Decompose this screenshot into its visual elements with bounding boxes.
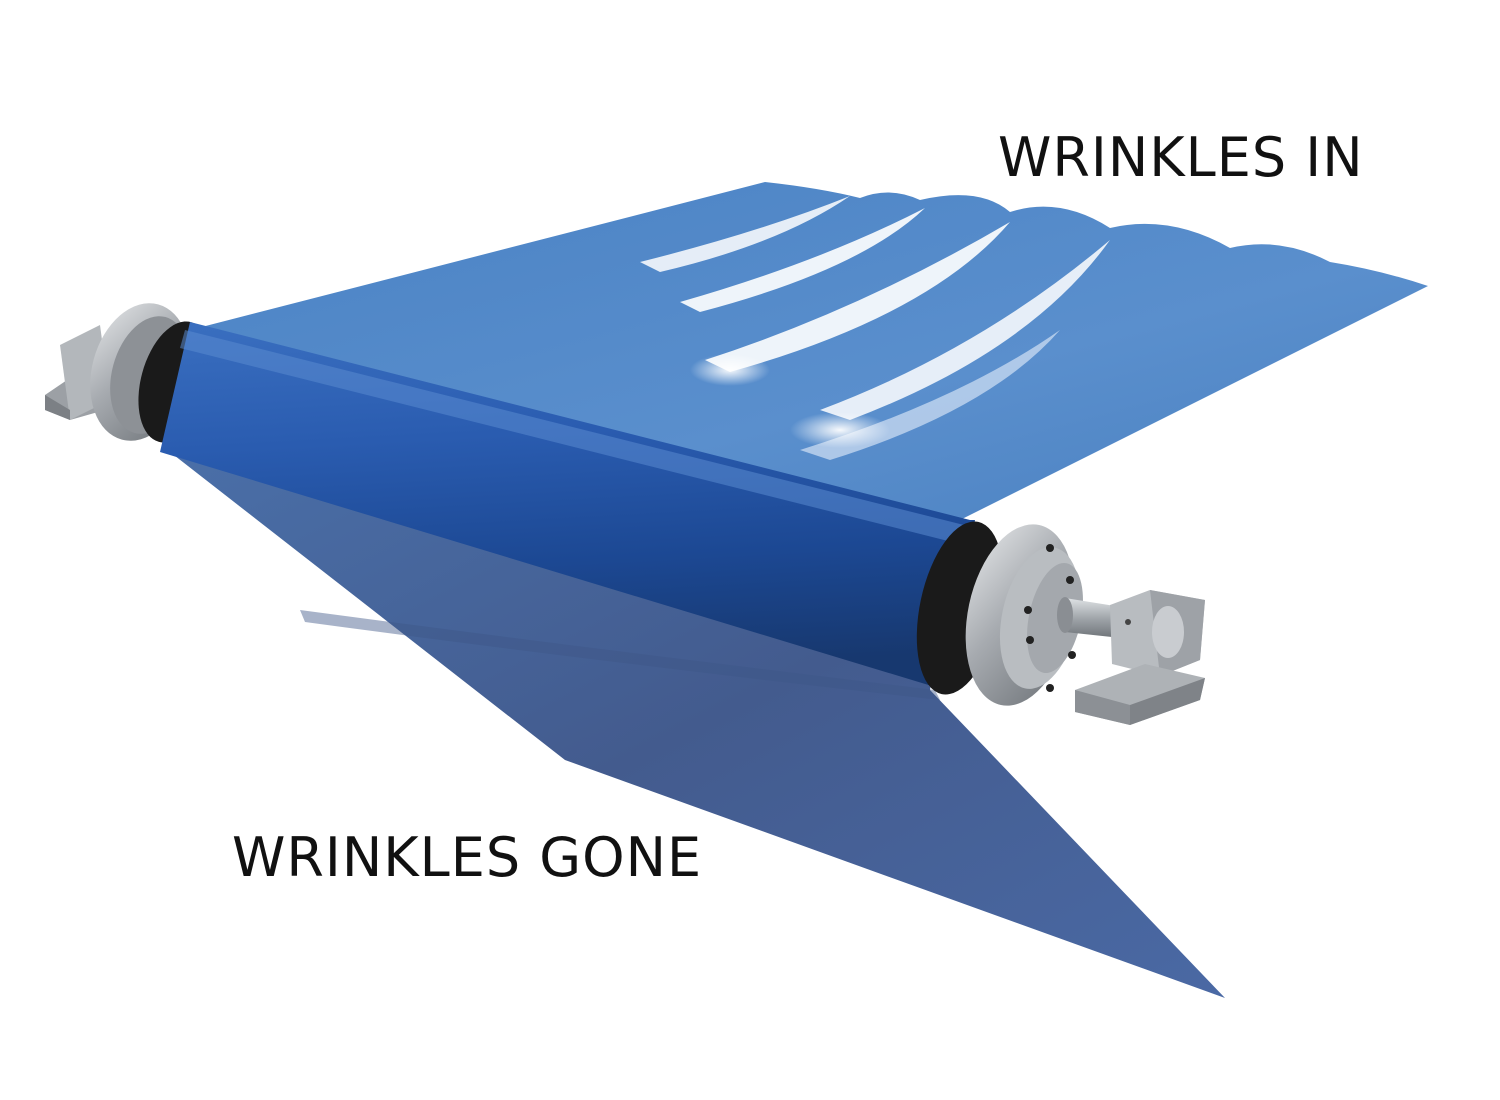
right-bearing-block bbox=[1075, 590, 1205, 725]
label-wrinkles-in: WRINKLES IN bbox=[998, 126, 1364, 189]
web-lower-wrinkles-gone bbox=[170, 452, 1225, 998]
label-wrinkles-gone: WRINKLES GONE bbox=[232, 826, 703, 889]
roller-body bbox=[160, 322, 975, 690]
right-roller-end-cap bbox=[916, 521, 1083, 706]
